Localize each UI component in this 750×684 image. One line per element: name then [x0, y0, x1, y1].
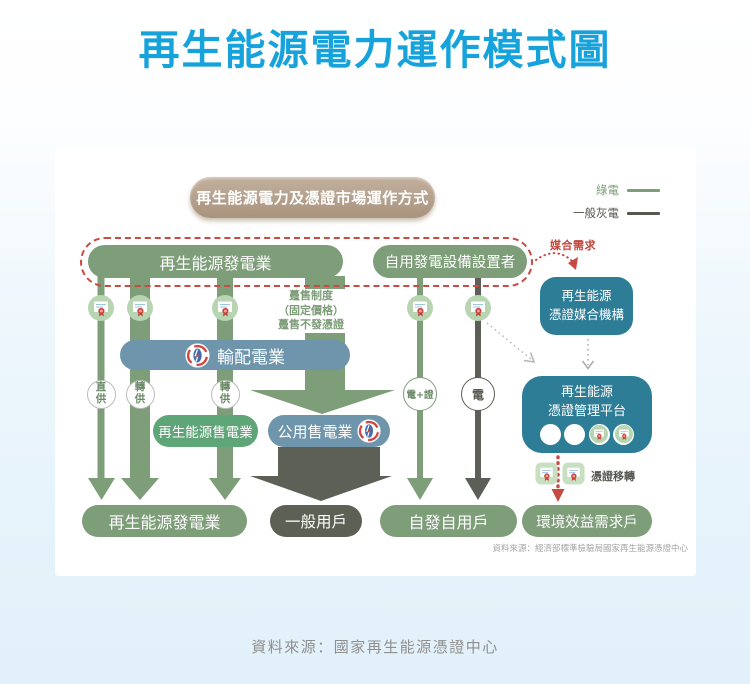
public-retailer-label: 公用售電業 [277, 422, 353, 441]
node-renewable-generator-bottom: 再生能源發電業 [82, 505, 247, 537]
fit-scheme-note: 躉售制度 （固定價格） 躉售不發憑證 [267, 289, 355, 333]
certificate-icon [212, 295, 238, 321]
diagram-title-pill: 再生能源電力及憑證市場運作方式 [190, 177, 435, 218]
direct-supply-arrow-head [88, 478, 115, 500]
taipower-logo-icon [357, 419, 381, 443]
legend-green-line [627, 188, 660, 192]
diagram-source-note: 資料來源：經濟部標準檢驗局國家再生能源憑證中心 [492, 544, 688, 554]
power-plus-cert-badge: 電+證 [403, 377, 437, 411]
page-source-caption: 資料來源：國家再生能源憑證中心 [251, 638, 499, 656]
taipower-logo-icon [185, 343, 210, 368]
certificate-to-platform-dotted-line [486, 322, 533, 361]
producers-dashed-zone [80, 237, 533, 287]
node-environmental-benefit-users: 環境效益需求戶 [522, 505, 652, 537]
node-self-use-installer: 自用發電設備設置者 [373, 245, 527, 278]
grid-arrow-head [250, 476, 392, 501]
transmission-label: 輸配電業 [217, 347, 285, 368]
empty-slot-circle [564, 423, 586, 445]
public-grid-arrow [250, 447, 392, 501]
certificate-icon [588, 423, 610, 445]
certificate-platform-label: 再生能源 憑證管理平台 [547, 385, 626, 419]
certificate-icon [88, 295, 114, 321]
diagram-card: 再生能源電力及憑證市場運作方式 綠電 一般灰電 再生能源發電業 自用發電設備設置… [55, 148, 696, 576]
empty-slot-circle [539, 423, 561, 445]
matching-demand-dotted-arrow [535, 252, 575, 264]
legend-gray-line [627, 211, 660, 215]
node-renewable-generator-top: 再生能源發電業 [88, 245, 343, 278]
legend-green-label: 綠電 [596, 183, 619, 197]
self-use-green-arrow-head [407, 478, 433, 500]
legend-green-power: 綠電 [596, 182, 660, 198]
node-public-utility-retailer: 公用售電業 [268, 415, 390, 447]
wheeling-arrow-head-2 [209, 478, 241, 500]
direct-supply-badge: 直供 [86, 379, 116, 409]
direct-supply-line [97, 276, 105, 480]
certificate-square-icon [535, 462, 558, 485]
wheeling-badge-2: 轉供 [210, 379, 240, 409]
fit-arrow-head [250, 390, 395, 414]
legend-gray-label: 一般灰電 [573, 206, 619, 220]
flow-lines-layer [88, 252, 595, 502]
node-renewable-retailer: 再生能源售電業 [153, 415, 258, 447]
org-to-platform-arrow-head [581, 360, 595, 370]
certificate-icon [127, 295, 153, 321]
wheeling-line-1 [130, 276, 150, 480]
grid-arrow-shaft [278, 447, 380, 478]
node-self-use-users: 自發自用戶 [380, 505, 517, 537]
wheeling-arrow-head-1 [121, 478, 159, 500]
power-only-badge: 電 [461, 377, 495, 411]
page-title: 再生能源電力運作模式圖 [138, 26, 612, 74]
node-transmission-operator: 輸配電業 [120, 340, 350, 370]
self-use-gray-arrow-head [465, 478, 491, 500]
certificate-icon [465, 295, 491, 321]
certificate-transfer-arrow-head [551, 489, 565, 502]
wheeling-badge-1: 轉供 [125, 379, 155, 409]
matching-demand-arrow-head [568, 257, 578, 270]
node-certificate-platform: 再生能源 憑證管理平台 [522, 376, 652, 453]
matching-demand-label: 媒合需求 [550, 239, 596, 252]
certificate-to-platform-arrow-head [523, 352, 536, 363]
legend: 綠電 一般灰電 [573, 182, 660, 221]
legend-gray-power: 一般灰電 [573, 205, 660, 221]
node-certificate-matching-org: 再生能源 憑證媒合機構 [540, 277, 633, 335]
node-general-users: 一般用戶 [270, 505, 362, 537]
certificate-slots [539, 423, 635, 445]
certificate-transfer-label: 憑證移轉 [591, 470, 635, 483]
certificate-icon [407, 295, 433, 321]
certificate-icon [613, 423, 635, 445]
certificate-square-icon [562, 462, 585, 485]
